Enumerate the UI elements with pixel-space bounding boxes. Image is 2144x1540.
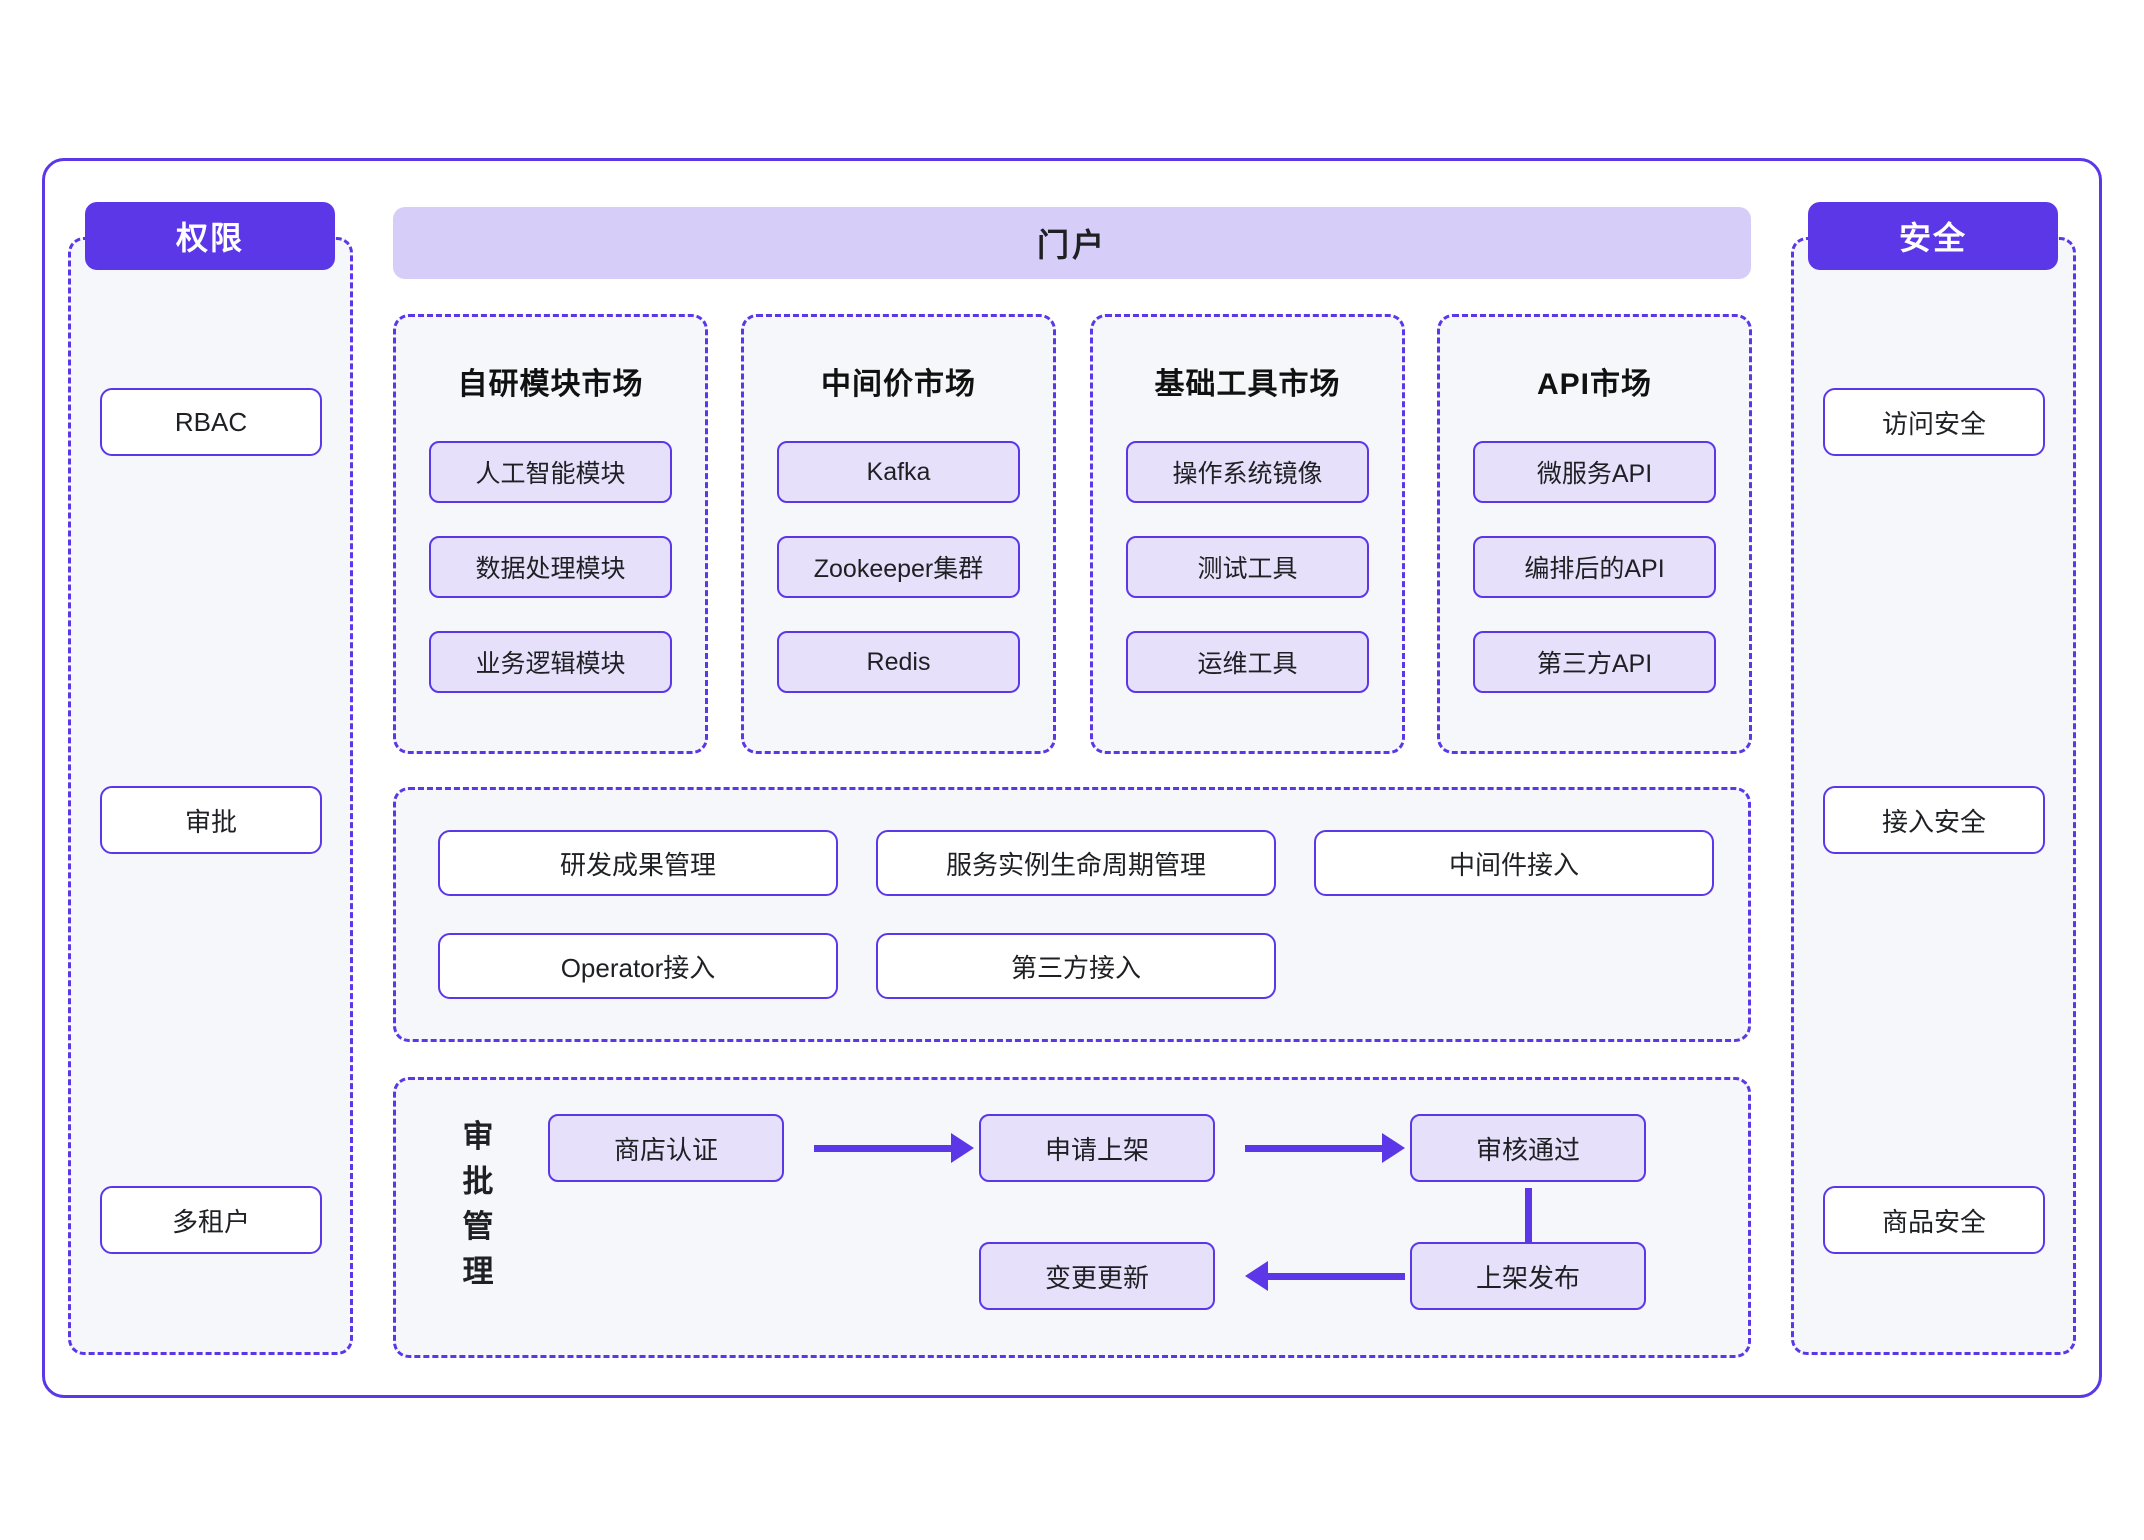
arrow-head-left-icon xyxy=(1245,1261,1268,1291)
sidebar-item-multitenant[interactable]: 多租户 xyxy=(100,1186,322,1254)
capability-service-lifecycle[interactable]: 服务实例生命周期管理 xyxy=(876,830,1276,896)
market-item[interactable]: Zookeeper集群 xyxy=(777,536,1020,598)
right-column-header: 安全 xyxy=(1808,202,2058,270)
market-item[interactable]: 操作系统镜像 xyxy=(1126,441,1369,503)
flow-node-publish[interactable]: 上架发布 xyxy=(1410,1242,1646,1310)
market-item[interactable]: 编排后的API xyxy=(1473,536,1716,598)
sidebar-item-rbac[interactable]: RBAC xyxy=(100,388,322,456)
arrow-shaft xyxy=(1524,1188,1532,1253)
approval-label-char: 管 xyxy=(462,1208,494,1244)
portal-header: 门户 xyxy=(393,207,1751,279)
market-title: API市场 xyxy=(1536,368,1652,401)
security-item-access[interactable]: 访问安全 xyxy=(1823,388,2045,456)
arrow-shaft xyxy=(1245,1144,1382,1152)
arrow-publish-to-update xyxy=(1245,1261,1405,1291)
approval-label-char: 审 xyxy=(462,1119,494,1154)
capability-middleware-access[interactable]: 中间件接入 xyxy=(1314,830,1714,896)
arrow-shaft xyxy=(814,1144,951,1152)
sidebar-item-approval[interactable]: 审批 xyxy=(100,786,322,854)
market-panel-self-developed: 自研模块市场 人工智能模块 数据处理模块 业务逻辑模块 xyxy=(393,314,708,754)
market-item[interactable]: 第三方API xyxy=(1473,631,1716,693)
flow-node-store-cert[interactable]: 商店认证 xyxy=(548,1114,784,1182)
approval-label-char: 批 xyxy=(462,1163,494,1199)
market-title: 基础工具市场 xyxy=(1154,368,1341,401)
market-item[interactable]: 数据处理模块 xyxy=(429,536,672,598)
market-item[interactable]: Kafka xyxy=(777,441,1020,503)
security-item-connection[interactable]: 接入安全 xyxy=(1823,786,2045,854)
market-item[interactable]: 运维工具 xyxy=(1126,631,1369,693)
flow-node-change-update[interactable]: 变更更新 xyxy=(979,1242,1215,1310)
arrow-cert-to-apply xyxy=(814,1133,974,1163)
capability-panel: 研发成果管理 服务实例生命周期管理 中间件接入 Operator接入 第三方接入 xyxy=(393,787,1751,1042)
capability-rd-results[interactable]: 研发成果管理 xyxy=(438,830,838,896)
arrow-head-right-icon xyxy=(951,1133,974,1163)
market-panel-middleware: 中间价市场 Kafka Zookeeper集群 Redis xyxy=(741,314,1056,754)
flow-node-review-passed[interactable]: 审核通过 xyxy=(1410,1114,1646,1182)
market-item[interactable]: 业务逻辑模块 xyxy=(429,631,672,693)
security-item-product[interactable]: 商品安全 xyxy=(1823,1186,2045,1254)
flow-node-apply-listing[interactable]: 申请上架 xyxy=(979,1114,1215,1182)
market-title: 中间价市场 xyxy=(821,368,976,401)
market-panel-api: API市场 微服务API 编排后的API 第三方API xyxy=(1437,314,1752,754)
approval-panel: 审 批 管 理 商店认证 申请上架 审核通过 变更更新 上架发布 xyxy=(393,1077,1751,1358)
arrow-head-right-icon xyxy=(1382,1133,1405,1163)
market-item[interactable]: 人工智能模块 xyxy=(429,441,672,503)
capability-thirdparty-access[interactable]: 第三方接入 xyxy=(876,933,1276,999)
approval-vertical-label: 审 批 管 理 xyxy=(458,1115,498,1295)
market-item[interactable]: 测试工具 xyxy=(1126,536,1369,598)
capability-operator-access[interactable]: Operator接入 xyxy=(438,933,838,999)
left-column-header: 权限 xyxy=(85,202,335,270)
arrow-shaft xyxy=(1268,1272,1405,1280)
market-title: 自研模块市场 xyxy=(457,368,644,401)
market-item[interactable]: Redis xyxy=(777,631,1020,693)
market-item[interactable]: 微服务API xyxy=(1473,441,1716,503)
market-panel-base-tools: 基础工具市场 操作系统镜像 测试工具 运维工具 xyxy=(1090,314,1405,754)
approval-label-char: 理 xyxy=(462,1253,494,1289)
arrow-apply-to-review xyxy=(1245,1133,1405,1163)
